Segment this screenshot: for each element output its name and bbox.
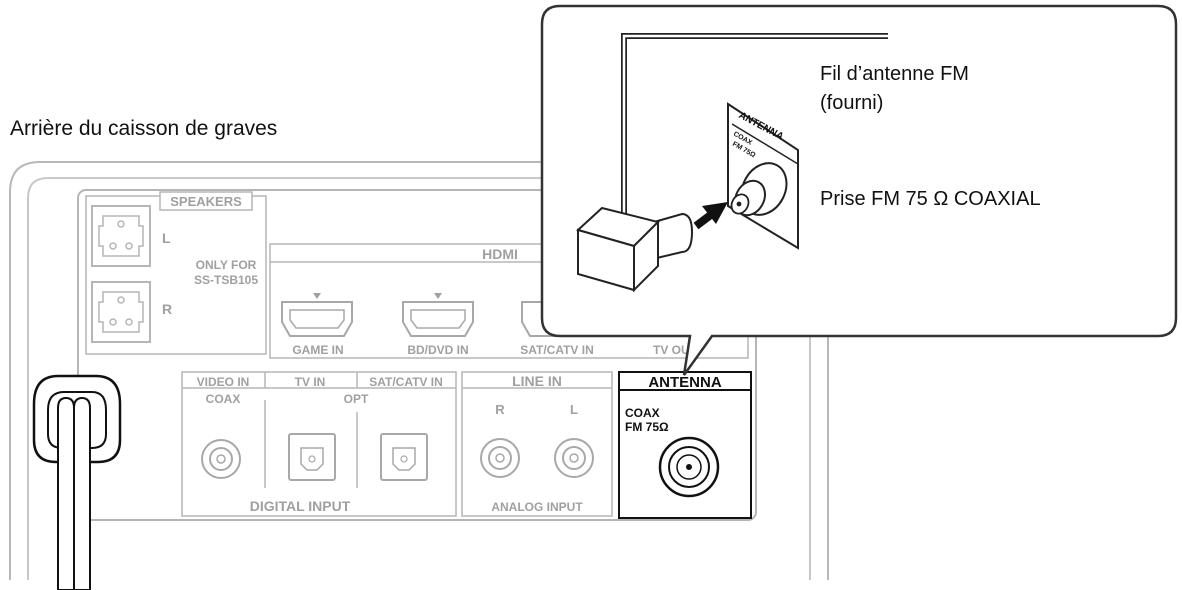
speakers-title: SPEAKERS bbox=[170, 194, 242, 209]
optical-port-satcatv-center bbox=[400, 455, 408, 463]
insert-arrow-head bbox=[702, 202, 728, 224]
speaker-terminal-right-socket bbox=[98, 291, 144, 333]
coax-jack-video bbox=[201, 439, 241, 479]
digital-header-videoin: VIDEO IN bbox=[197, 375, 250, 389]
fm-antenna-jack-ring bbox=[668, 446, 710, 488]
speaker-terminal-left bbox=[91, 205, 151, 267]
rear-caption: Arrière du caisson de graves bbox=[10, 117, 277, 140]
analog-header: LINE IN bbox=[512, 373, 562, 389]
callout-bubble bbox=[540, 4, 1178, 376]
hdmi-section: HDMI GAME IN BD/DVD IN SAT/CATV IN TV OU… bbox=[269, 243, 749, 359]
antenna-sub1: COAX bbox=[625, 406, 660, 420]
speaker-terminal-left-pin-b bbox=[125, 242, 133, 250]
hdmi-port-game bbox=[281, 301, 353, 337]
speaker-terminal-right bbox=[91, 281, 151, 343]
fm-antenna-plug bbox=[576, 206, 694, 293]
speaker-terminal-left-pin-top bbox=[117, 220, 125, 228]
hdmi-port-label-game: GAME IN bbox=[292, 343, 343, 357]
speakers-note-line1: ONLY FOR bbox=[196, 258, 257, 272]
optical-port-tv-center bbox=[308, 455, 316, 463]
fm-antenna-jack-inner bbox=[676, 454, 702, 480]
hdmi-port-label-satcatv: SAT/CATV IN bbox=[520, 343, 594, 357]
digital-opt-label: OPT bbox=[344, 392, 369, 406]
digital-input-section: VIDEO IN TV IN SAT/CATV IN COAX OPT DIGI… bbox=[181, 371, 457, 517]
optical-port-satcatv-socket bbox=[392, 447, 416, 471]
insert-arrow-shaft bbox=[693, 210, 715, 230]
digital-header-satcatv: SAT/CATV IN bbox=[369, 375, 443, 389]
hdmi-port-label-bddvd: BD/DVD IN bbox=[407, 343, 468, 357]
antenna-title: ANTENNA bbox=[648, 374, 721, 391]
analog-right-label: R bbox=[495, 402, 505, 417]
speakers-note-line2: SS-TSB105 bbox=[194, 273, 258, 287]
digital-input-box bbox=[181, 371, 457, 517]
antenna-section: ANTENNA COAX FM 75Ω bbox=[618, 371, 752, 519]
optical-port-satcatv bbox=[380, 433, 428, 481]
rca-jack-right-center bbox=[495, 453, 505, 463]
digital-header-tvin: TV IN bbox=[295, 375, 326, 389]
fm-antenna-wire-core bbox=[622, 34, 888, 250]
rca-jack-left-ring bbox=[562, 446, 586, 470]
analog-left-label: L bbox=[570, 402, 578, 417]
callout-jack-panel: ANTENNA COAX FM 75Ω bbox=[727, 102, 799, 250]
digital-input-footer: DIGITAL INPUT bbox=[250, 498, 351, 514]
power-cord-strand-2 bbox=[73, 396, 91, 590]
fm-antenna-jack-pin bbox=[686, 464, 692, 470]
hdmi-port-bddvd bbox=[402, 301, 474, 337]
rca-jack-left-center bbox=[569, 453, 579, 463]
speaker-terminal-right-pin-a bbox=[109, 318, 117, 326]
hdmi-game-arrow-icon bbox=[313, 293, 321, 299]
optical-port-tv-socket bbox=[300, 447, 324, 471]
speaker-terminal-right-pin-b bbox=[125, 318, 133, 326]
power-cord-clip-inner bbox=[47, 391, 107, 449]
antenna-sub2: FM 75Ω bbox=[625, 420, 669, 434]
analog-input-footer: ANALOG INPUT bbox=[491, 500, 583, 514]
coax-jack-video-center bbox=[216, 454, 226, 464]
speakers-section: SPEAKERS L R ONLY FOR SS-TSB105 bbox=[85, 191, 267, 355]
hdmi-title: HDMI bbox=[482, 246, 518, 262]
jack-label: Prise FM 75 Ω COAXIAL bbox=[820, 188, 1041, 210]
callout-jack-panel-line bbox=[731, 123, 799, 165]
callout-jack-pin bbox=[736, 201, 742, 207]
power-cord bbox=[32, 374, 122, 590]
rca-jack-left bbox=[554, 438, 594, 478]
hdmi-port-bddvd-inner bbox=[410, 309, 466, 329]
rca-jack-right bbox=[480, 438, 520, 478]
analog-input-box bbox=[461, 371, 613, 517]
speaker-left-label: L bbox=[162, 230, 171, 246]
hdmi-bddvd-arrow-icon bbox=[434, 293, 442, 299]
hdmi-port-game-inner bbox=[289, 309, 345, 329]
speaker-terminal-right-pin-top bbox=[117, 296, 125, 304]
wire-label-line1: Fil d’antenne FM bbox=[820, 63, 969, 85]
rca-jack-right-ring bbox=[488, 446, 512, 470]
speakers-title-box bbox=[159, 191, 253, 211]
optical-port-tv bbox=[288, 433, 336, 481]
power-cord-strand-1 bbox=[57, 396, 75, 590]
speaker-terminal-left-socket bbox=[98, 215, 144, 257]
digital-coax-label: COAX bbox=[206, 392, 241, 406]
wire-label-line2: (fourni) bbox=[820, 92, 883, 114]
coax-jack-video-ring bbox=[209, 447, 233, 471]
fm-antenna-plug-side bbox=[633, 219, 659, 293]
speaker-terminal-left-pin-a bbox=[109, 242, 117, 250]
speaker-right-label: R bbox=[162, 301, 172, 317]
analog-input-section: LINE IN R L ANALOG INPUT bbox=[461, 371, 613, 517]
insert-arrow-icon bbox=[693, 202, 728, 230]
